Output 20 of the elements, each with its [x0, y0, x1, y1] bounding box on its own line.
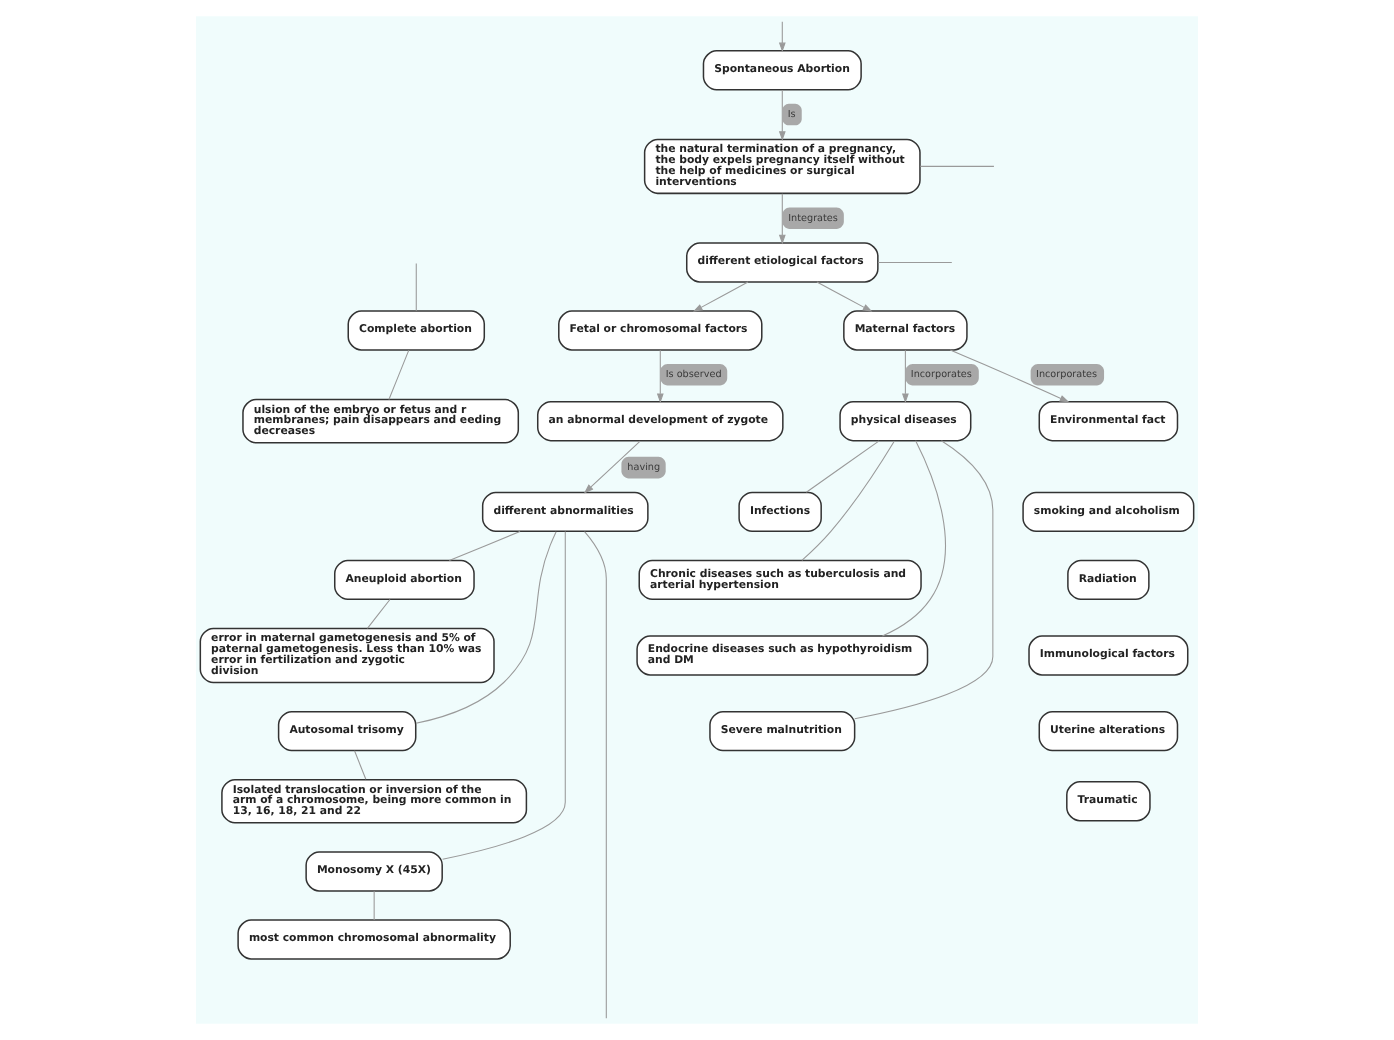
connector	[919, 165, 995, 167]
connector	[366, 599, 391, 629]
connector	[881, 440, 946, 637]
connector	[801, 440, 895, 561]
connector	[415, 531, 557, 724]
connector	[805, 440, 880, 493]
arrow	[778, 21, 786, 53]
arrow	[778, 89, 786, 141]
connector	[442, 530, 566, 860]
connector	[373, 890, 375, 921]
connector	[388, 349, 410, 401]
connector	[354, 750, 367, 780]
connector	[854, 440, 994, 720]
connector	[415, 263, 417, 312]
connector	[584, 531, 607, 1019]
connector	[877, 261, 953, 264]
arrow	[816, 281, 873, 312]
arrow	[692, 281, 749, 312]
connector	[448, 530, 521, 561]
arrow	[949, 349, 1070, 403]
